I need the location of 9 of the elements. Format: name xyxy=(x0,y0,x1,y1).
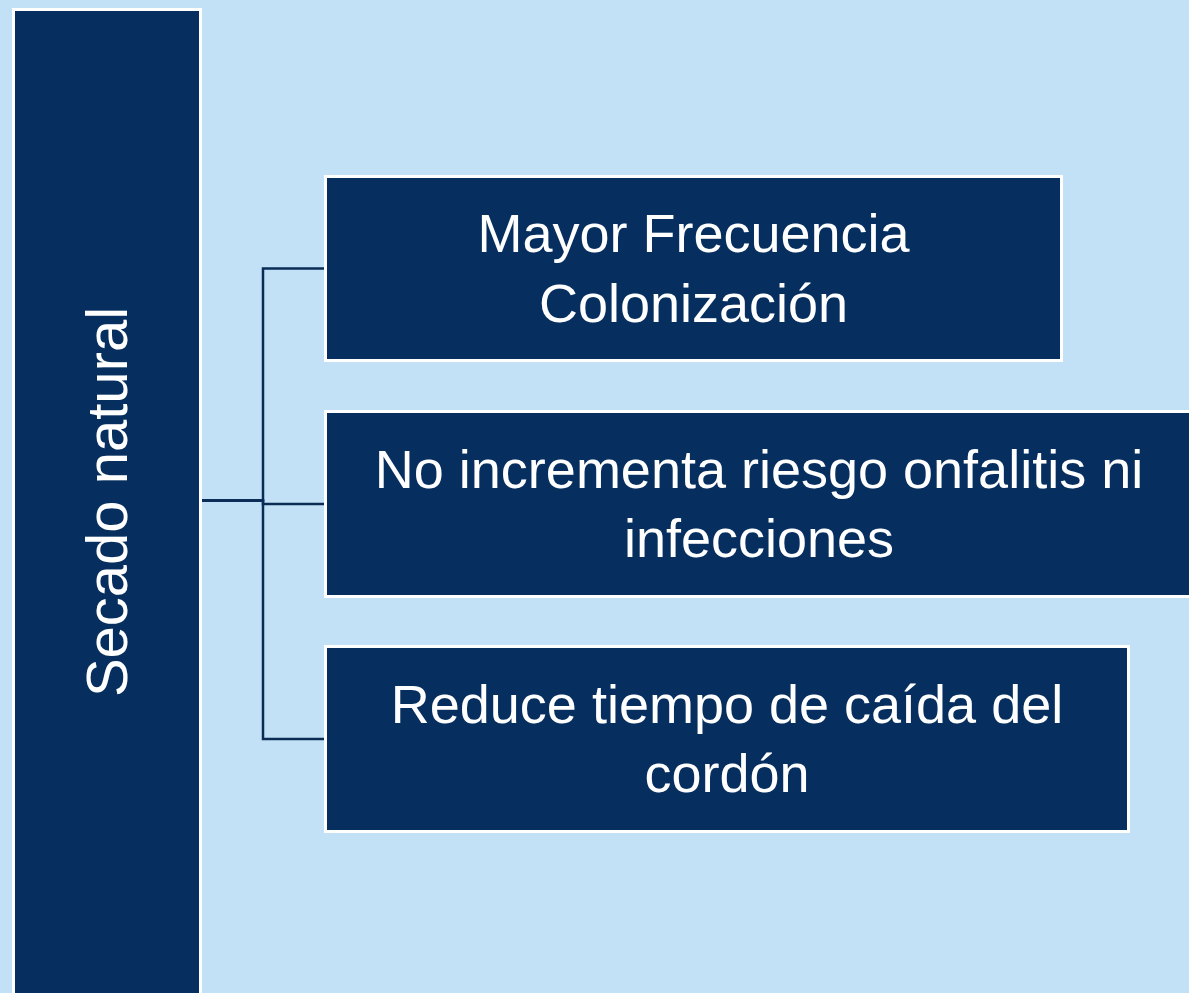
box-text: Mayor Frecuencia Colonización xyxy=(476,202,911,335)
text-box xyxy=(324,410,1189,598)
text-box xyxy=(324,645,1130,833)
box-text: No incrementa riesgo onfalitis ni infecciones xyxy=(373,437,1145,570)
title-bar xyxy=(12,8,202,993)
text-box xyxy=(324,175,1063,362)
vertical-label: Secado natural xyxy=(78,306,136,698)
connector-line xyxy=(202,499,324,741)
box-text: Reduce tiempo de caída del cordón xyxy=(389,672,1065,805)
